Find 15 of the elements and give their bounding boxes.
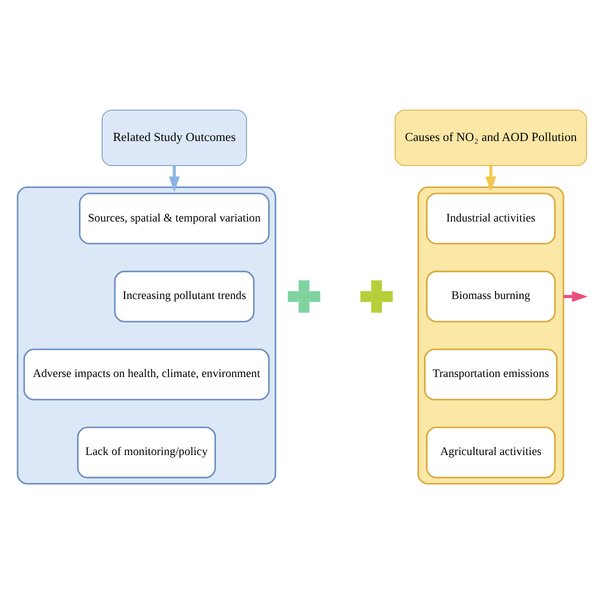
arrow	[485, 166, 496, 192]
node-box: Biomass burning	[426, 270, 556, 322]
node-box: Related Study Outcomes	[102, 110, 247, 166]
node-box: Industrial activities	[426, 192, 556, 244]
node-box: Causes of NO₂ and AOD Pollution	[394, 110, 587, 166]
cluster	[418, 186, 564, 484]
node-box: Sources, spatial & temporal variation	[78, 192, 270, 244]
node-box: Lack of monitoring/policy	[77, 426, 216, 478]
node-box: Increasing pollutant trends	[114, 270, 255, 322]
node-box: Transportation emissions	[424, 348, 558, 400]
node-box: Adverse impacts on health, climate, environment	[23, 348, 270, 400]
node-box: Agricultural activities	[426, 426, 556, 478]
arrow	[168, 166, 180, 192]
cluster	[16, 186, 276, 484]
arrow	[563, 291, 588, 302]
